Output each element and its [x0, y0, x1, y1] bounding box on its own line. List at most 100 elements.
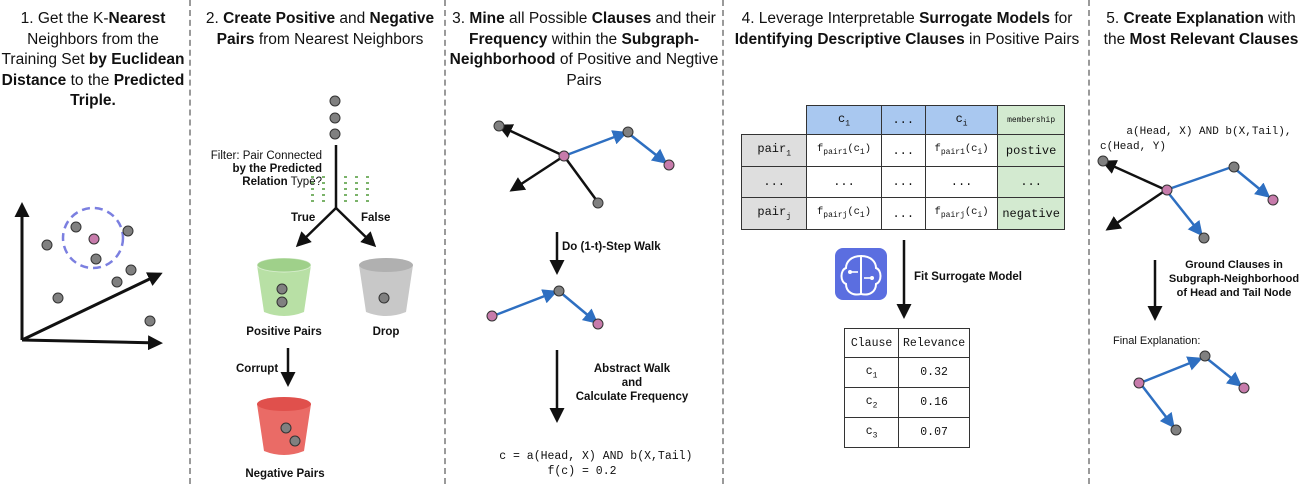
data-point	[52, 292, 64, 304]
ground-clauses-label: Ground Clauses in Subgraph-Neighborhood …	[1168, 259, 1300, 299]
tail-node	[663, 159, 675, 171]
explanation-graphic	[1097, 155, 1279, 436]
true-arrow	[295, 207, 337, 248]
data-point	[70, 221, 82, 233]
fit-surrogate-label: Fit Surrogate Model	[914, 271, 1022, 283]
header-cell: c1	[806, 105, 882, 135]
corrupt-label: Corrupt	[236, 363, 279, 375]
node	[553, 285, 565, 297]
head-node	[558, 150, 570, 162]
node	[1199, 350, 1211, 362]
header-cell: Clause	[843, 328, 900, 358]
panel-separator	[1088, 0, 1090, 484]
positive-bucket	[256, 257, 312, 316]
negative-bucket	[257, 397, 311, 455]
node	[329, 95, 341, 107]
node	[276, 283, 288, 295]
filter-label: Filter: Pair Connected by the Predicted …	[210, 150, 322, 188]
value-cell: ...	[806, 166, 882, 198]
table-header-row: Clause Relevance	[843, 328, 970, 358]
table-row: c2 0.16	[843, 387, 970, 418]
drop-label: Drop	[372, 326, 400, 338]
pair-creation-graphic	[256, 95, 413, 455]
euclidean-scatter-plot	[14, 202, 163, 351]
abstract-walk-label: Abstract Walk and Calculate Frequency	[575, 363, 689, 403]
node	[276, 296, 288, 308]
panel-separator	[189, 0, 191, 484]
head-node	[486, 310, 498, 322]
panel-separator	[444, 0, 446, 484]
membership-table: c1 ... ci membership pair1 fpair1(c1) ..…	[740, 105, 1065, 230]
value-cell: fpair1(c1)	[806, 134, 882, 167]
neighborhood-circle	[61, 206, 125, 270]
value-cell: ...	[880, 166, 926, 198]
node	[378, 292, 390, 304]
membership-cell: ...	[997, 166, 1065, 198]
node	[1228, 161, 1240, 173]
data-point	[144, 315, 156, 327]
membership-cell: postive	[997, 134, 1065, 167]
pipeline-diagram: 1. Get the K-Nearest Neighbors from the …	[1, 0, 1300, 484]
value-cell: ...	[880, 197, 926, 230]
node	[622, 126, 634, 138]
node	[1198, 232, 1210, 244]
tail-node	[1267, 194, 1279, 206]
node	[289, 435, 301, 447]
node	[280, 422, 292, 434]
walk-label: Do (1-t)-Step Walk	[562, 241, 661, 253]
subgraph-graphic	[486, 120, 675, 423]
false-arrow	[335, 207, 377, 248]
panel5-title: 5. Create Explanation with the Most Rele…	[1103, 10, 1299, 48]
x-axis	[21, 335, 163, 351]
panel3-title: 3. Mine all Possible Clauses and their F…	[449, 10, 719, 89]
filter-dots	[311, 176, 369, 202]
value-cell: fpairj(ci)	[924, 197, 999, 230]
membership-cell: negative	[997, 197, 1065, 230]
clause-cell: c2	[843, 387, 900, 418]
relevant-clauses: a(Head, X) AND b(X,Tail),c(Head, Y)	[1100, 126, 1292, 153]
header-cell: Relevance	[898, 328, 970, 358]
head-node	[1133, 377, 1145, 389]
pair-cell: pair1	[740, 134, 808, 167]
panel-separator	[722, 0, 724, 484]
positive-pairs-label: Positive Pairs	[246, 326, 322, 338]
node	[329, 128, 341, 140]
drop-bucket	[359, 258, 413, 316]
header-cell: ci	[924, 105, 999, 135]
brain-icon	[835, 248, 887, 300]
data-point	[122, 225, 134, 237]
relevance-cell: 0.32	[898, 357, 970, 388]
value-cell: ...	[880, 134, 926, 167]
panel2-title: 2. Create Positive and Negative Pairs fr…	[205, 10, 435, 48]
pair-cell: pairj	[740, 197, 808, 230]
node	[493, 120, 505, 132]
relevance-cell: 0.07	[898, 417, 970, 448]
header-cell: ...	[880, 105, 926, 135]
value-cell: ...	[924, 166, 999, 198]
clause-cell: c3	[843, 417, 900, 448]
diagram-graphics	[14, 95, 1279, 455]
relevance-table: Clause Relevance c1 0.32 c2 0.16 c3 0.07	[843, 328, 970, 448]
negative-pairs-label: Negative Pairs	[245, 468, 325, 480]
predicted-triple-point	[88, 233, 100, 245]
table-row: c1 0.32	[843, 357, 970, 388]
tail-node	[1238, 382, 1250, 394]
value-cell: fpair1(ci)	[924, 134, 999, 167]
relevance-cell: 0.16	[898, 387, 970, 418]
data-point	[90, 253, 102, 265]
pair-cell: ...	[740, 166, 808, 198]
table-row: pair1 fpair1(c1) ... fpair1(ci) postive	[740, 134, 1065, 167]
data-point	[111, 276, 123, 288]
node	[1097, 155, 1109, 167]
false-label: False	[361, 212, 391, 224]
panel1-title: 1. Get the K-Nearest Neighbors from the …	[1, 10, 185, 109]
clause-cell: c1	[843, 357, 900, 388]
node	[592, 197, 604, 209]
table-row: ... ... ... ... ...	[740, 166, 1065, 198]
value-cell: fpairj(c1)	[806, 197, 882, 230]
tail-node	[592, 318, 604, 330]
data-point	[41, 239, 53, 251]
true-label: True	[291, 212, 316, 224]
diagonal-axis	[21, 272, 163, 342]
node	[1170, 424, 1182, 436]
